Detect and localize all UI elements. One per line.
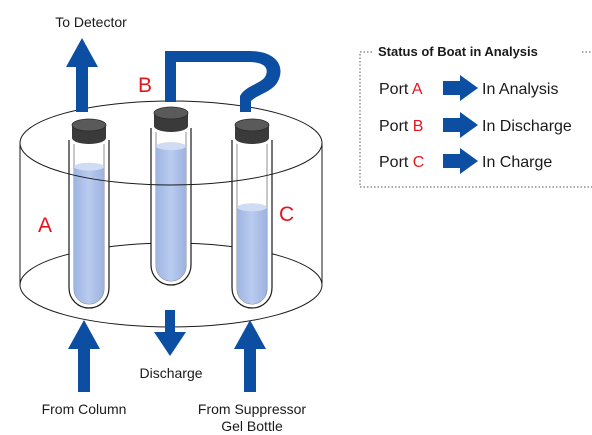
tube-c-cap-top [234,118,270,132]
from-suppressor-label-line2: Gel Bottle [221,418,283,434]
to-detector-arrow [66,38,98,112]
legend-arrow-a [443,75,478,101]
legend-row-c-letter: C [413,154,425,171]
tube-a-cap-top [71,118,107,132]
legend-title: Status of Boat in Analysis [378,44,538,59]
tube-c-liquid [237,207,267,304]
legend-row-b-status: In Discharge [482,118,572,135]
discharge-label: Discharge [139,365,202,381]
cylinder-top-front-arc [19,142,323,186]
legend-arrow-b [443,112,478,138]
legend-arrow-c [443,148,478,174]
from-suppressor-label-line1: From Suppressor [198,401,306,417]
legend-row-b: Port B [379,118,423,135]
tube-b-liquid-surface [156,142,186,151]
legend-row-a-prefix: Port [379,81,412,98]
status-legend: Status of Boat in Analysis Port A In Ana… [359,44,592,188]
legend-border [359,51,592,188]
transfer-pipe-b-to-c [165,51,281,112]
tube-c-liquid-surface [237,203,267,212]
legend-row-b-prefix: Port [379,118,413,135]
legend-row-a: Port A [379,81,423,98]
discharge-arrow [154,310,186,356]
from-suppressor-arrow [234,320,266,392]
tube-a-liquid [74,166,104,304]
port-c-label: C [279,203,294,226]
legend-row-a-status: In Analysis [482,81,558,98]
legend-row-c-prefix: Port [379,154,413,171]
port-a-label: A [38,214,52,237]
tube-b-cap-top [153,106,189,120]
to-detector-label: To Detector [55,14,127,30]
flow-arrows [66,38,281,392]
legend-row-c-status: In Charge [482,154,552,171]
tubes-group [68,128,273,309]
from-column-arrow [68,320,100,392]
legend-row-a-letter: A [412,81,423,98]
legend-row-b-letter: B [413,118,424,135]
tube-b-liquid [156,146,186,281]
legend-row-c: Port C [379,154,424,171]
tube-a-liquid-surface [74,162,104,171]
port-b-label: B [138,74,152,97]
from-column-label: From Column [42,401,127,417]
caps-group [71,106,270,144]
